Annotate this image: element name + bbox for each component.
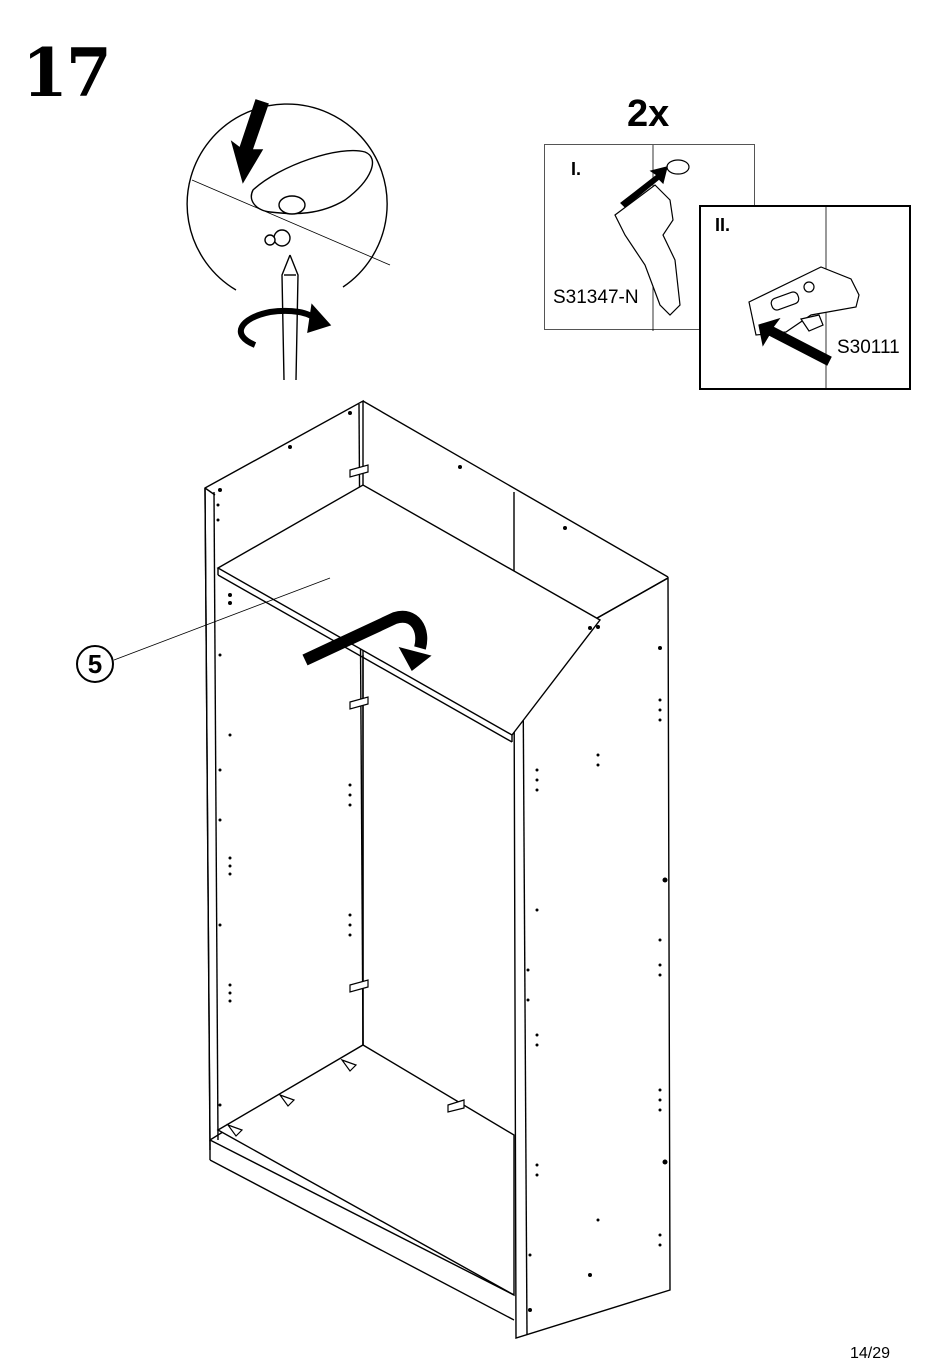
quantity-label: 2x xyxy=(627,95,669,133)
page-number: 14/29 xyxy=(850,1345,890,1363)
panel-two-label: II. xyxy=(715,215,730,236)
wardrobe-carcass xyxy=(205,401,670,1338)
rotate-arrow-icon xyxy=(241,311,316,345)
part-callout: 5 xyxy=(76,645,114,683)
down-arrow-icon xyxy=(232,100,268,182)
detail-panel-two: II. S30111 xyxy=(699,205,911,390)
bracket-screw-illustration xyxy=(701,207,909,388)
panel-one-label: I. xyxy=(571,159,581,180)
part-code-screw: S30111 xyxy=(837,337,900,359)
part-code-cover: S31347-N xyxy=(553,287,639,309)
